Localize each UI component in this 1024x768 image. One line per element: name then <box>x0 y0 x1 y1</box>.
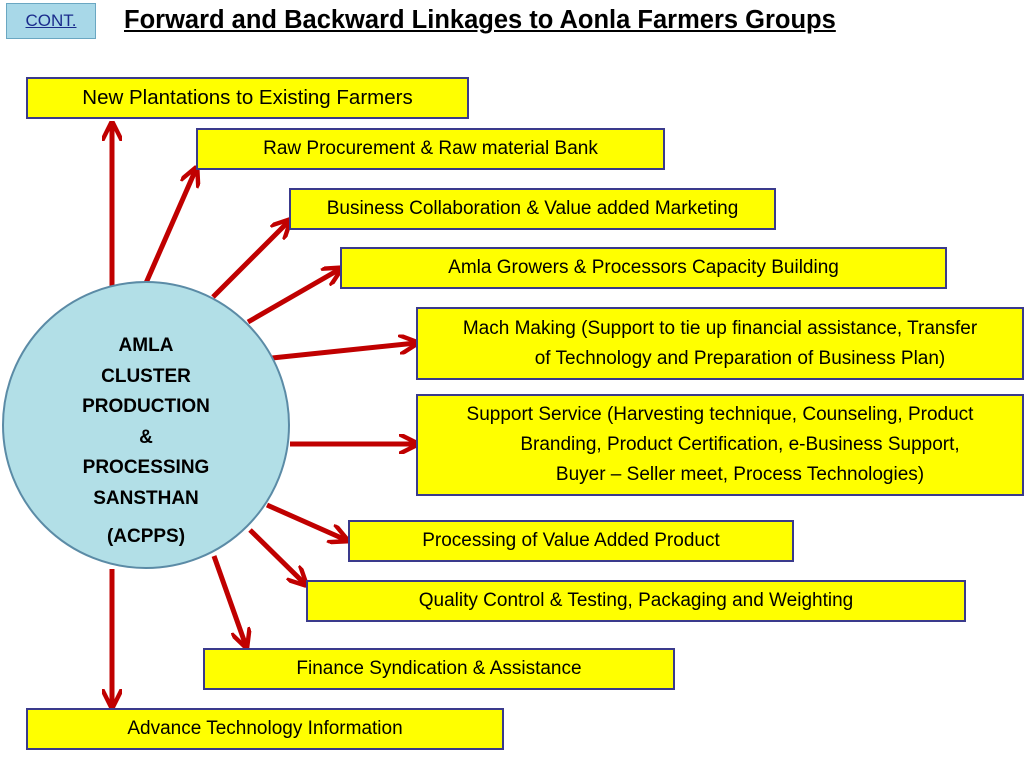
box-label: Amla Growers & Processors Capacity Build… <box>448 257 839 278</box>
circle-line: AMLA <box>118 335 174 356</box>
circle-line: PRODUCTION <box>82 396 210 417</box>
arrow-capacity-building <box>246 269 340 325</box>
acpps-circle: AMLA CLUSTER PRODUCTION & PROCESSING SAN… <box>2 281 290 569</box>
circle-line: CLUSTER <box>101 365 191 387</box>
box-label: Business Collaboration & Value added Mar… <box>326 198 739 219</box>
arrow-match-making <box>271 343 416 361</box>
box-label: Mach Making (Support to tie up financial… <box>462 317 978 339</box>
box-advance-technology: Advance Technology Information <box>26 708 504 750</box>
arrow-raw-procurement <box>143 169 196 285</box>
arrow-quality-control <box>248 528 305 584</box>
box-label: Branding, Product Certification, e-Busin… <box>520 434 960 455</box>
box-label: Support Service (Harvesting technique, C… <box>466 404 974 425</box>
box-label: New Plantations to Existing Farmers <box>82 86 413 109</box>
box-label: Quality Control & Testing, Packaging and… <box>418 590 854 611</box>
box-new-plantations: New Plantations to Existing Farmers <box>26 77 469 119</box>
box-raw-procurement: Raw Procurement & Raw material Bank <box>196 128 665 170</box>
box-finance-syndication: Finance Syndication & Assistance <box>203 648 675 690</box>
box-support-service: Support Service (Harvesting technique, C… <box>416 394 1024 496</box>
circle-abbr: (ACPPS) <box>106 526 186 547</box>
box-quality-control: Quality Control & Testing, Packaging and… <box>306 580 966 622</box>
page-title: Forward and Backward Linkages to Aonla F… <box>124 6 836 34</box>
circle-label: AMLA CLUSTER PRODUCTION & PROCESSING SAN… <box>4 331 288 553</box>
box-label: Advance Technology Information <box>127 718 403 739</box>
arrow-finance-syndication <box>211 555 246 646</box>
box-value-added-product: Processing of Value Added Product <box>348 520 794 562</box>
box-business-collaboration: Business Collaboration & Value added Mar… <box>289 188 776 230</box>
circle-line: PROCESSING <box>82 457 210 478</box>
box-label: Buyer – Seller meet, Process Technologie… <box>555 464 925 485</box>
box-label: of Technology and Preparation of Busines… <box>534 347 946 369</box>
box-capacity-building: Amla Growers & Processors Capacity Build… <box>340 247 947 289</box>
box-match-making: Mach Making (Support to tie up financial… <box>416 307 1024 380</box>
arrow-business-collaboration <box>211 221 289 299</box>
cont-badge: CONT. <box>6 3 96 39</box>
box-label: Raw Procurement & Raw material Bank <box>263 138 598 159</box>
arrow-value-added-product <box>265 502 346 540</box>
circle-line: SANSTHAN <box>93 487 199 509</box>
box-label: Processing of Value Added Product <box>422 530 720 551</box>
box-label: Finance Syndication & Assistance <box>296 658 582 679</box>
circle-line: & <box>139 426 153 448</box>
